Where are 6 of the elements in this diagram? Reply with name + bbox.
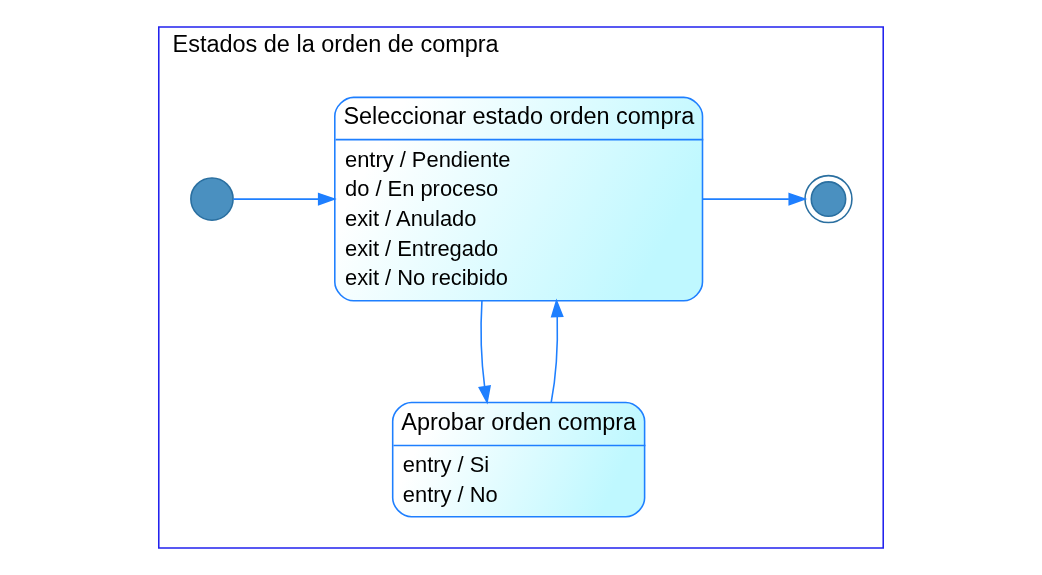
arrow [550,298,564,404]
arrow [232,192,337,206]
node-circle [190,177,234,221]
node-circle [804,174,853,224]
arrow [701,192,808,206]
arrow [478,300,492,405]
